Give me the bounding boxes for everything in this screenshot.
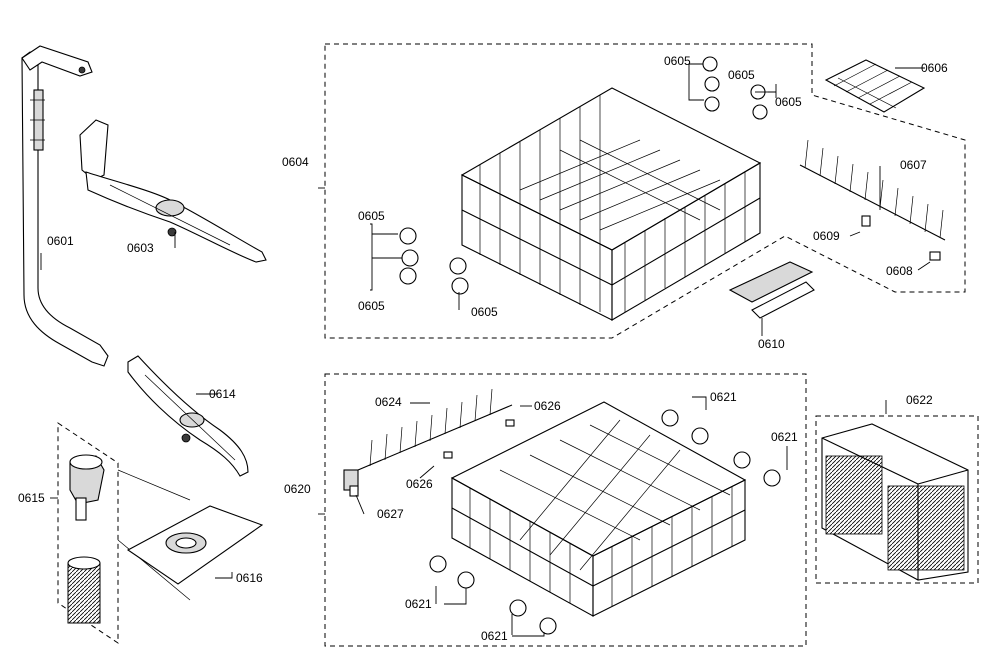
leader-lines (40, 63, 931, 637)
label-0621-bottom-left: 0621 (405, 597, 432, 611)
label-0622: 0622 (906, 393, 933, 407)
label-0621-bottom: 0621 (481, 629, 508, 643)
clip-0626-b (443, 451, 453, 459)
label-0605-top-mid: 0605 (728, 68, 755, 82)
clip-0626-a (505, 419, 515, 427)
label-0616: 0616 (236, 571, 263, 585)
label-0610: 0610 (758, 337, 785, 351)
label-0601: 0601 (47, 234, 74, 248)
filter-plate-part (126, 505, 264, 585)
label-0626-mid: 0626 (406, 477, 433, 491)
label-0605-left-top: 0605 (358, 209, 385, 223)
label-0609: 0609 (813, 229, 840, 243)
label-0606: 0606 (921, 61, 948, 75)
label-0608: 0608 (886, 264, 913, 278)
label-0605-center: 0605 (471, 305, 498, 319)
lower-spray-arm-part (127, 355, 249, 477)
label-0614: 0614 (209, 387, 236, 401)
label-0621-right: 0621 (771, 430, 798, 444)
upper-rack-group-box (324, 43, 966, 339)
upper-rack-part (460, 87, 762, 321)
lower-tine-row-part (357, 388, 513, 471)
tine-row-part (799, 139, 946, 241)
supply-tube-part (21, 45, 109, 367)
label-0603: 0603 (127, 241, 154, 255)
label-0605-left-bottom: 0605 (358, 299, 385, 313)
lower-rack-part (450, 401, 747, 617)
label-0626-top: 0626 (534, 399, 561, 413)
label-0615: 0615 (18, 491, 45, 505)
label-0621-top: 0621 (710, 390, 737, 404)
label-0627: 0627 (377, 507, 404, 521)
rack-wheel-set-upper (399, 56, 768, 295)
label-0605-top-left: 0605 (664, 54, 691, 68)
tine-clip-0609 (861, 215, 871, 227)
rack-adjuster-part (728, 261, 815, 319)
part-labels: 0601 0603 0604 0605 0605 0605 0606 0607 … (18, 54, 948, 643)
lower-rack-group-box (324, 373, 807, 647)
label-0604: 0604 (282, 155, 309, 169)
label-0605-top-right: 0605 (775, 95, 802, 109)
filter-group-box (57, 422, 119, 644)
rack-wheel-set-lower (429, 409, 781, 635)
tine-clip-0608 (929, 251, 941, 261)
label-0607: 0607 (900, 158, 927, 172)
cutlery-basket-group-box (815, 415, 979, 584)
cup-shelf-part (824, 59, 926, 113)
label-0624: 0624 (375, 395, 402, 409)
label-0620: 0620 (284, 482, 311, 496)
tine-holder-part (343, 469, 359, 497)
filter-part (67, 454, 191, 624)
upper-spray-arm-part (79, 119, 267, 263)
cutlery-basket-part (821, 423, 969, 581)
